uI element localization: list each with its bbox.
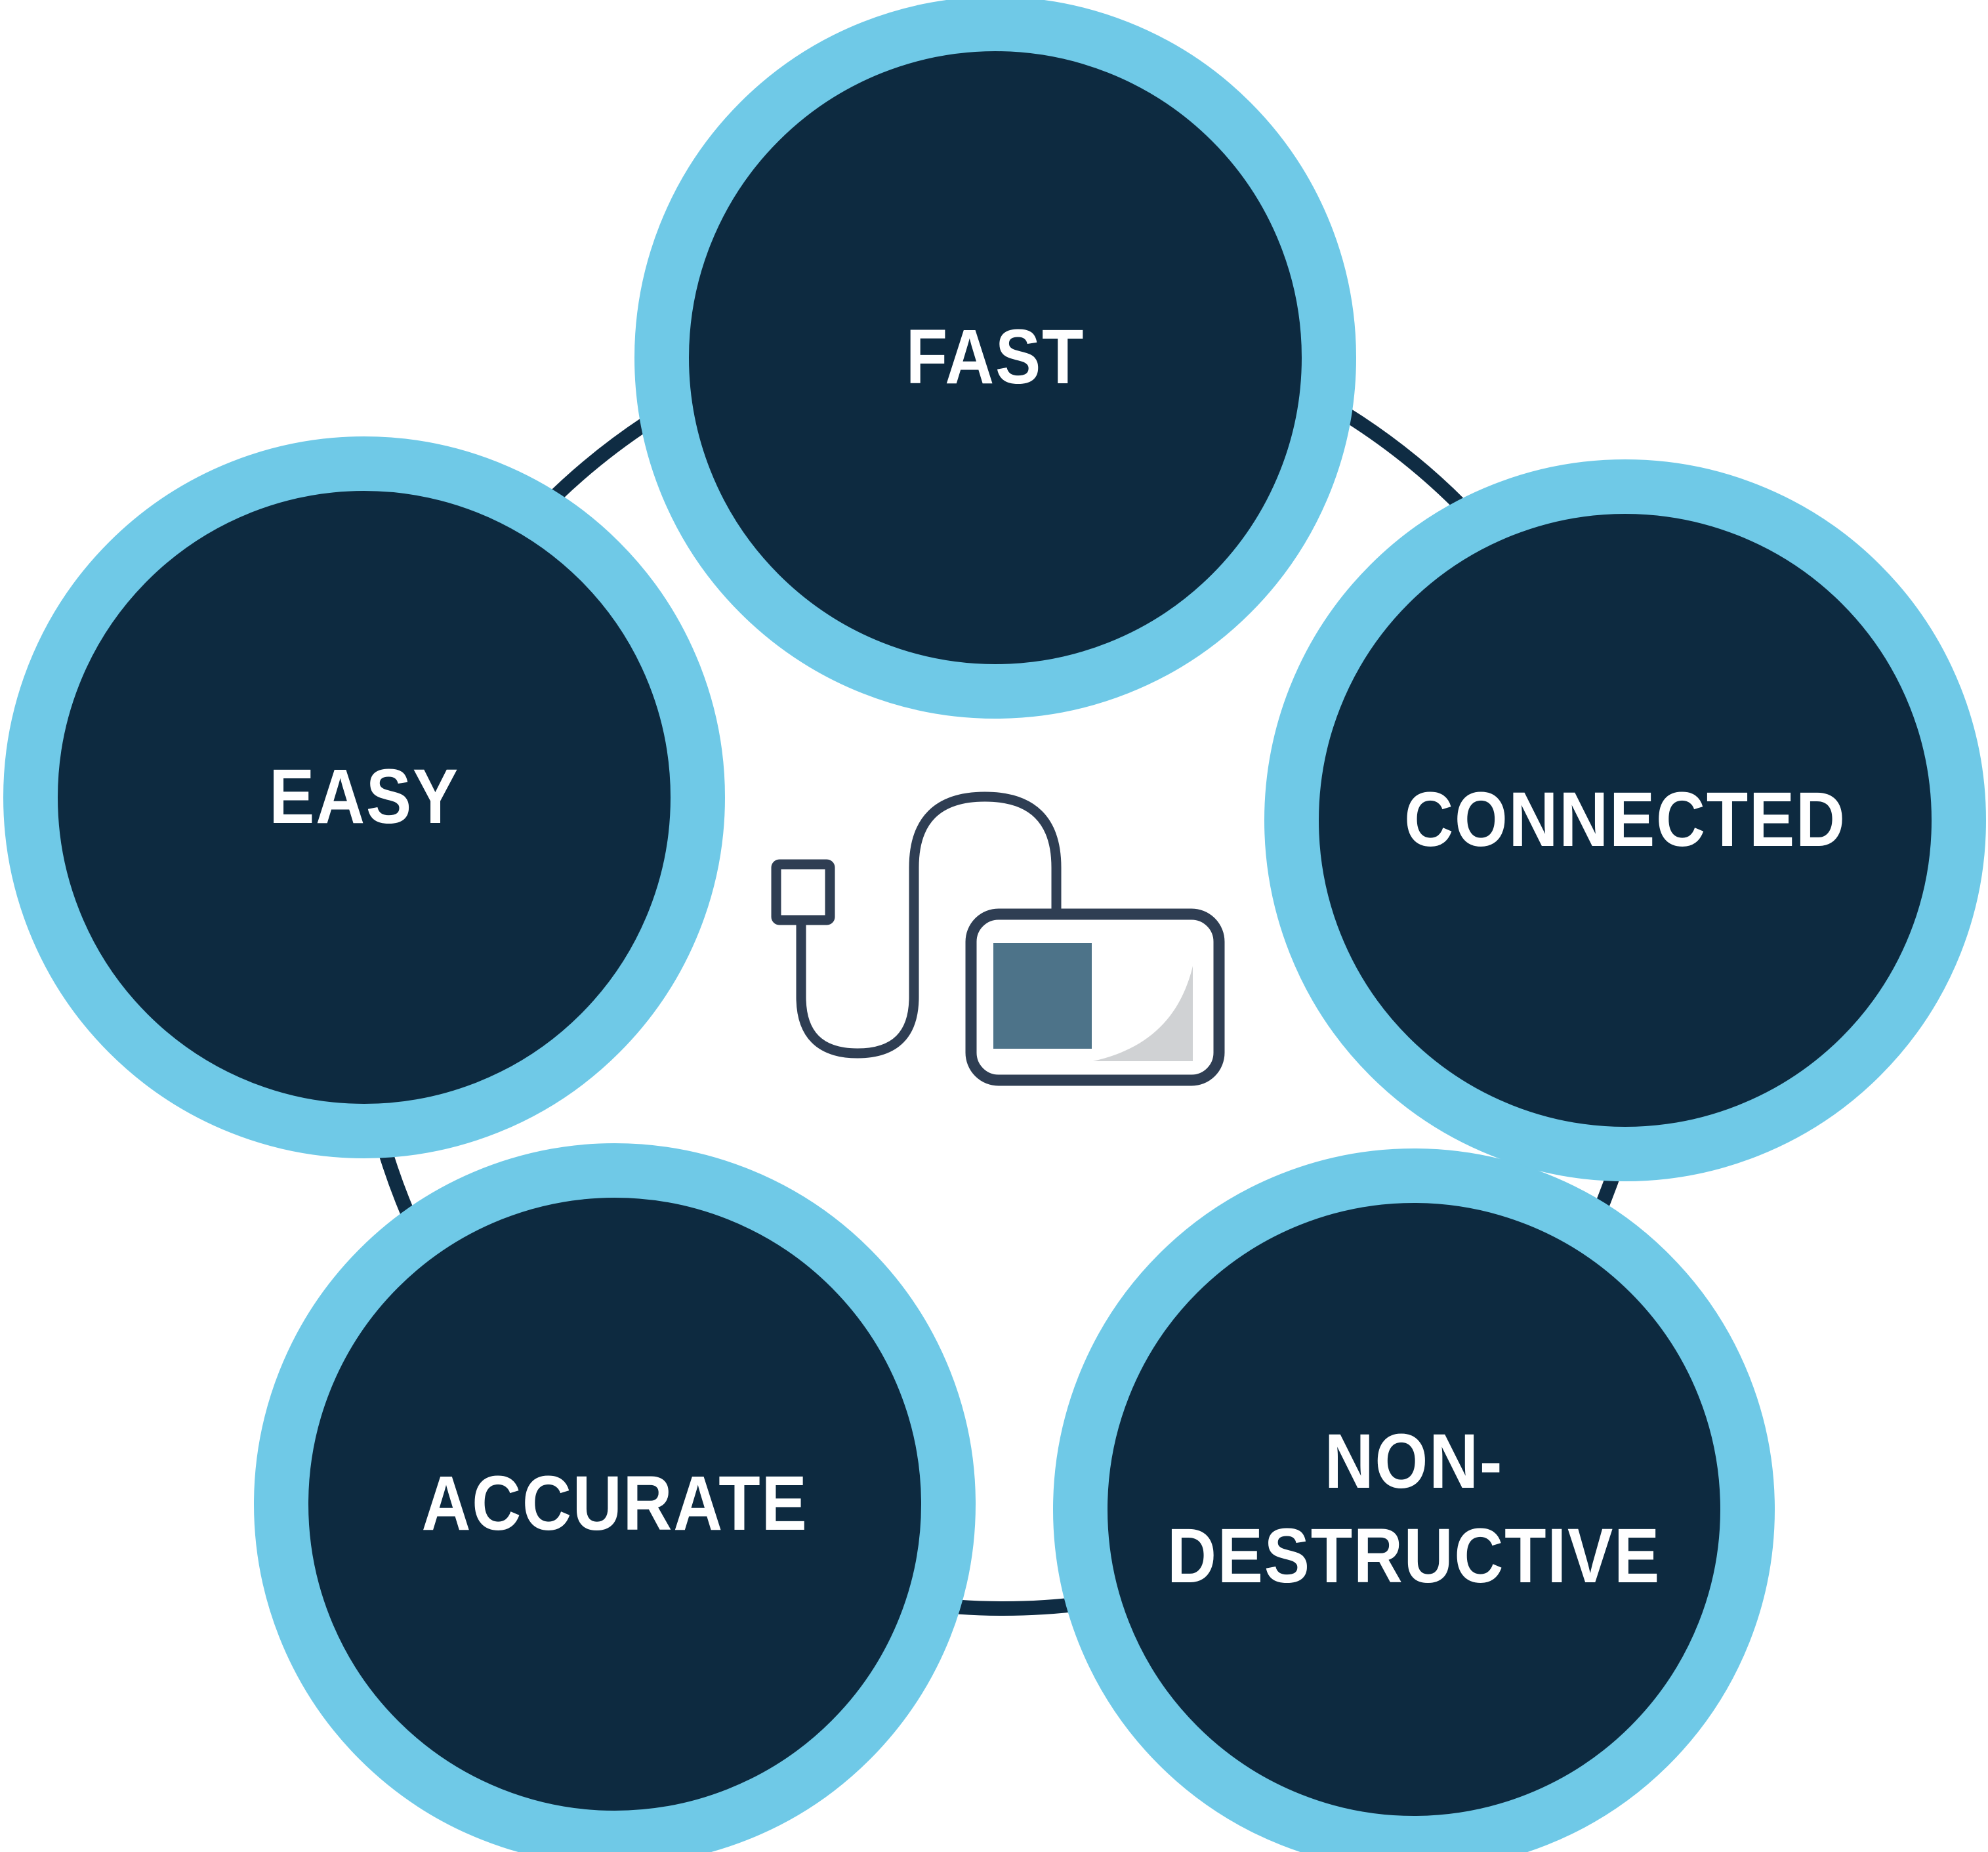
probe-connector-icon — [771, 859, 835, 925]
circle-connected: CONNECTED — [1264, 459, 1986, 1181]
circle-non-destructive: NON-DESTRUCTIVE — [1053, 1148, 1775, 1852]
device-screen-icon — [993, 943, 1092, 1049]
circle-fast-label: FAST — [905, 314, 1085, 401]
circle-accurate-label: ACCURATE — [421, 1460, 808, 1547]
circle-connected-label: CONNECTED — [1404, 776, 1846, 864]
circle-easy-label: EASY — [269, 753, 459, 841]
circle-non-destructive-label: NON-DESTRUCTIVE — [1167, 1418, 1661, 1599]
probe-cable-icon — [796, 791, 1062, 1059]
page-curl-icon — [1093, 966, 1193, 1061]
circle-easy: EASY — [3, 436, 725, 1158]
circle-accurate: ACCURATE — [254, 1143, 976, 1852]
circle-fast: FAST — [634, 0, 1356, 719]
measurement-device-icon — [771, 791, 1225, 1086]
